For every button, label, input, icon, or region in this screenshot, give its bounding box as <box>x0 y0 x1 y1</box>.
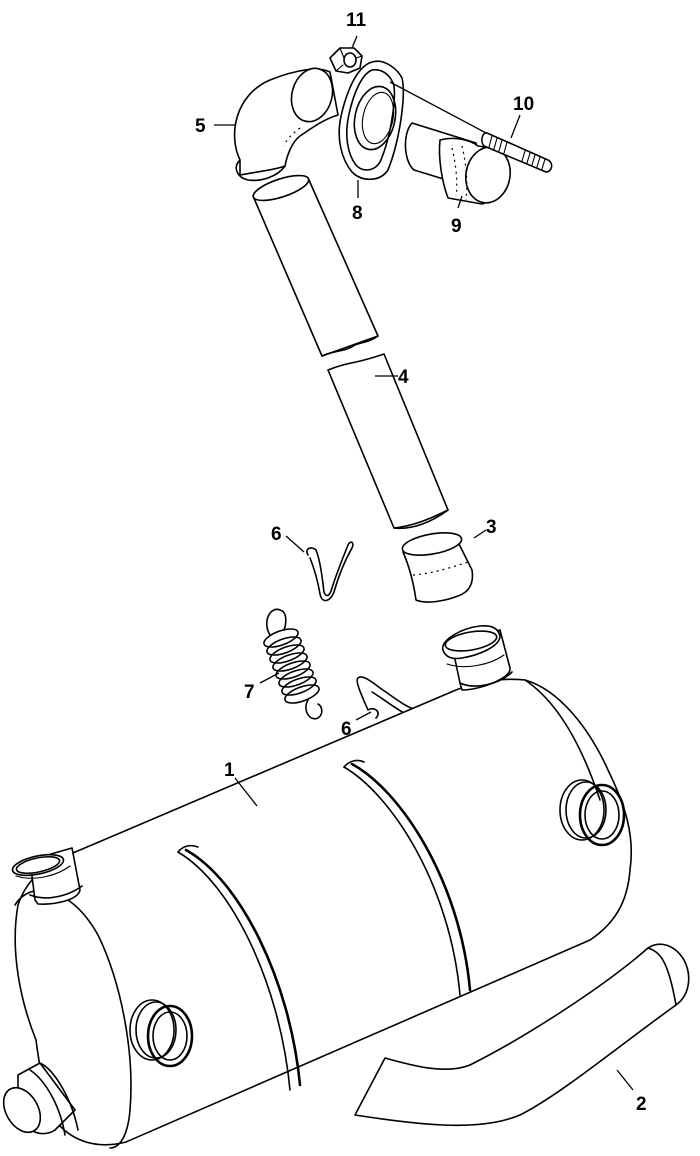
callout-8: 8 <box>352 203 363 224</box>
part-1-muffler <box>2 625 633 1149</box>
part-10-stud <box>481 132 553 173</box>
part-11-nut <box>329 47 363 74</box>
part-5-elbow <box>233 67 339 182</box>
part-9-adapter-pipe <box>404 122 512 205</box>
part-7-spring <box>263 608 323 720</box>
callout-9: 9 <box>451 216 462 237</box>
part-3-coupler <box>401 532 474 603</box>
callout-5: 5 <box>195 116 206 137</box>
callout-1: 1 <box>224 760 235 781</box>
alignment-line <box>389 81 489 135</box>
part-2-tailpipe-hose <box>354 943 690 1127</box>
callout-2: 2 <box>636 1094 647 1115</box>
leader-lines <box>214 35 634 1091</box>
callout-11: 11 <box>346 10 367 31</box>
part-8-flange-gasket <box>338 60 405 181</box>
callout-7: 7 <box>244 682 255 703</box>
part-6-clip-upper <box>306 541 354 602</box>
callout-6-upper: 6 <box>271 524 282 545</box>
part-4-pipe <box>252 174 449 530</box>
callout-6-lower: 6 <box>341 719 352 740</box>
callout-3: 3 <box>486 517 497 538</box>
callout-4: 4 <box>398 367 409 388</box>
callouts: 11 5 8 9 10 4 3 6 7 6 1 2 <box>195 10 647 1115</box>
callout-10: 10 <box>513 94 534 115</box>
